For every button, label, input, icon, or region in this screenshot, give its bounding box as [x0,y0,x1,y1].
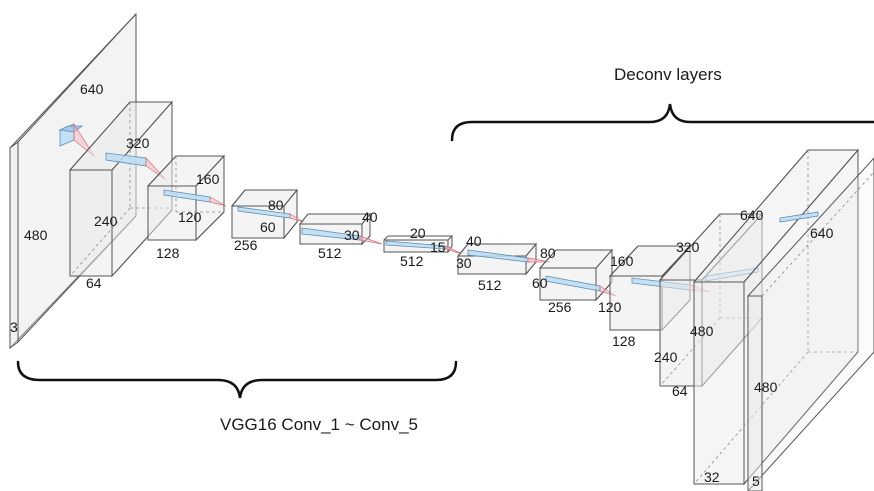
decoder-bracket [450,103,874,142]
deconv3-width-label: 160 [610,253,634,269]
deconv1-depth-label: 512 [478,277,502,293]
deconv1-height-label: 30 [456,255,472,271]
deconv1-width-label: 40 [466,233,482,249]
conv2-width-label: 160 [196,171,220,187]
deconv5-height-label: 480 [690,323,714,339]
input-width-label: 640 [80,81,104,97]
conv3-height-label: 60 [260,219,276,235]
input-height-label: 480 [24,227,48,243]
deconv5-width-label: 640 [740,207,764,223]
conv5-depth-label: 512 [400,253,424,269]
encoder-bracket [16,360,458,399]
conv3-depth-label: 256 [234,237,258,253]
conv3-width-label: 80 [268,197,284,213]
block-conv4 [298,212,383,246]
conv2-height-label: 120 [178,209,202,225]
deconv5-depth-label: 32 [704,469,720,485]
deconv2-depth-label: 256 [548,299,572,315]
conv1-height-label: 240 [94,213,118,229]
block-conv5 [383,234,463,255]
encoder-label: VGG16 Conv_1 ~ Conv_5 [220,415,418,434]
deconv3-height-label: 120 [598,299,622,315]
block-output [747,157,874,491]
conv4-height-label: 30 [344,227,360,243]
deconv4-width-label: 320 [676,239,700,255]
output-width-label: 640 [810,225,834,241]
block-deconv1 [456,242,551,276]
block-deconv5 [692,148,860,486]
block-deconv3 [608,244,711,332]
deconv2-width-label: 80 [540,245,556,261]
deconv4-depth-label: 64 [672,383,688,399]
conv1-depth-label: 64 [86,275,102,291]
conv5-width-label: 20 [410,225,426,241]
conv2-depth-label: 128 [156,245,180,261]
block-conv1 [68,100,174,278]
conv1-width-label: 320 [126,135,150,151]
deconv2-height-label: 60 [532,275,548,291]
output-depth-label: 5 [752,473,760,489]
block-conv2 [146,154,227,242]
conv5-height-label: 15 [430,239,446,255]
block-input [9,12,137,350]
deconv4-height-label: 240 [654,349,678,365]
input-depth-label: 3 [10,319,18,335]
decoder-label: Deconv layers [614,65,722,84]
output-height-label: 480 [754,379,778,395]
block-conv3 [230,188,305,240]
conv4-depth-label: 512 [318,245,342,261]
deconv3-depth-label: 128 [612,333,636,349]
block-deconv2 [538,248,617,302]
conv4-width-label: 40 [362,209,378,225]
